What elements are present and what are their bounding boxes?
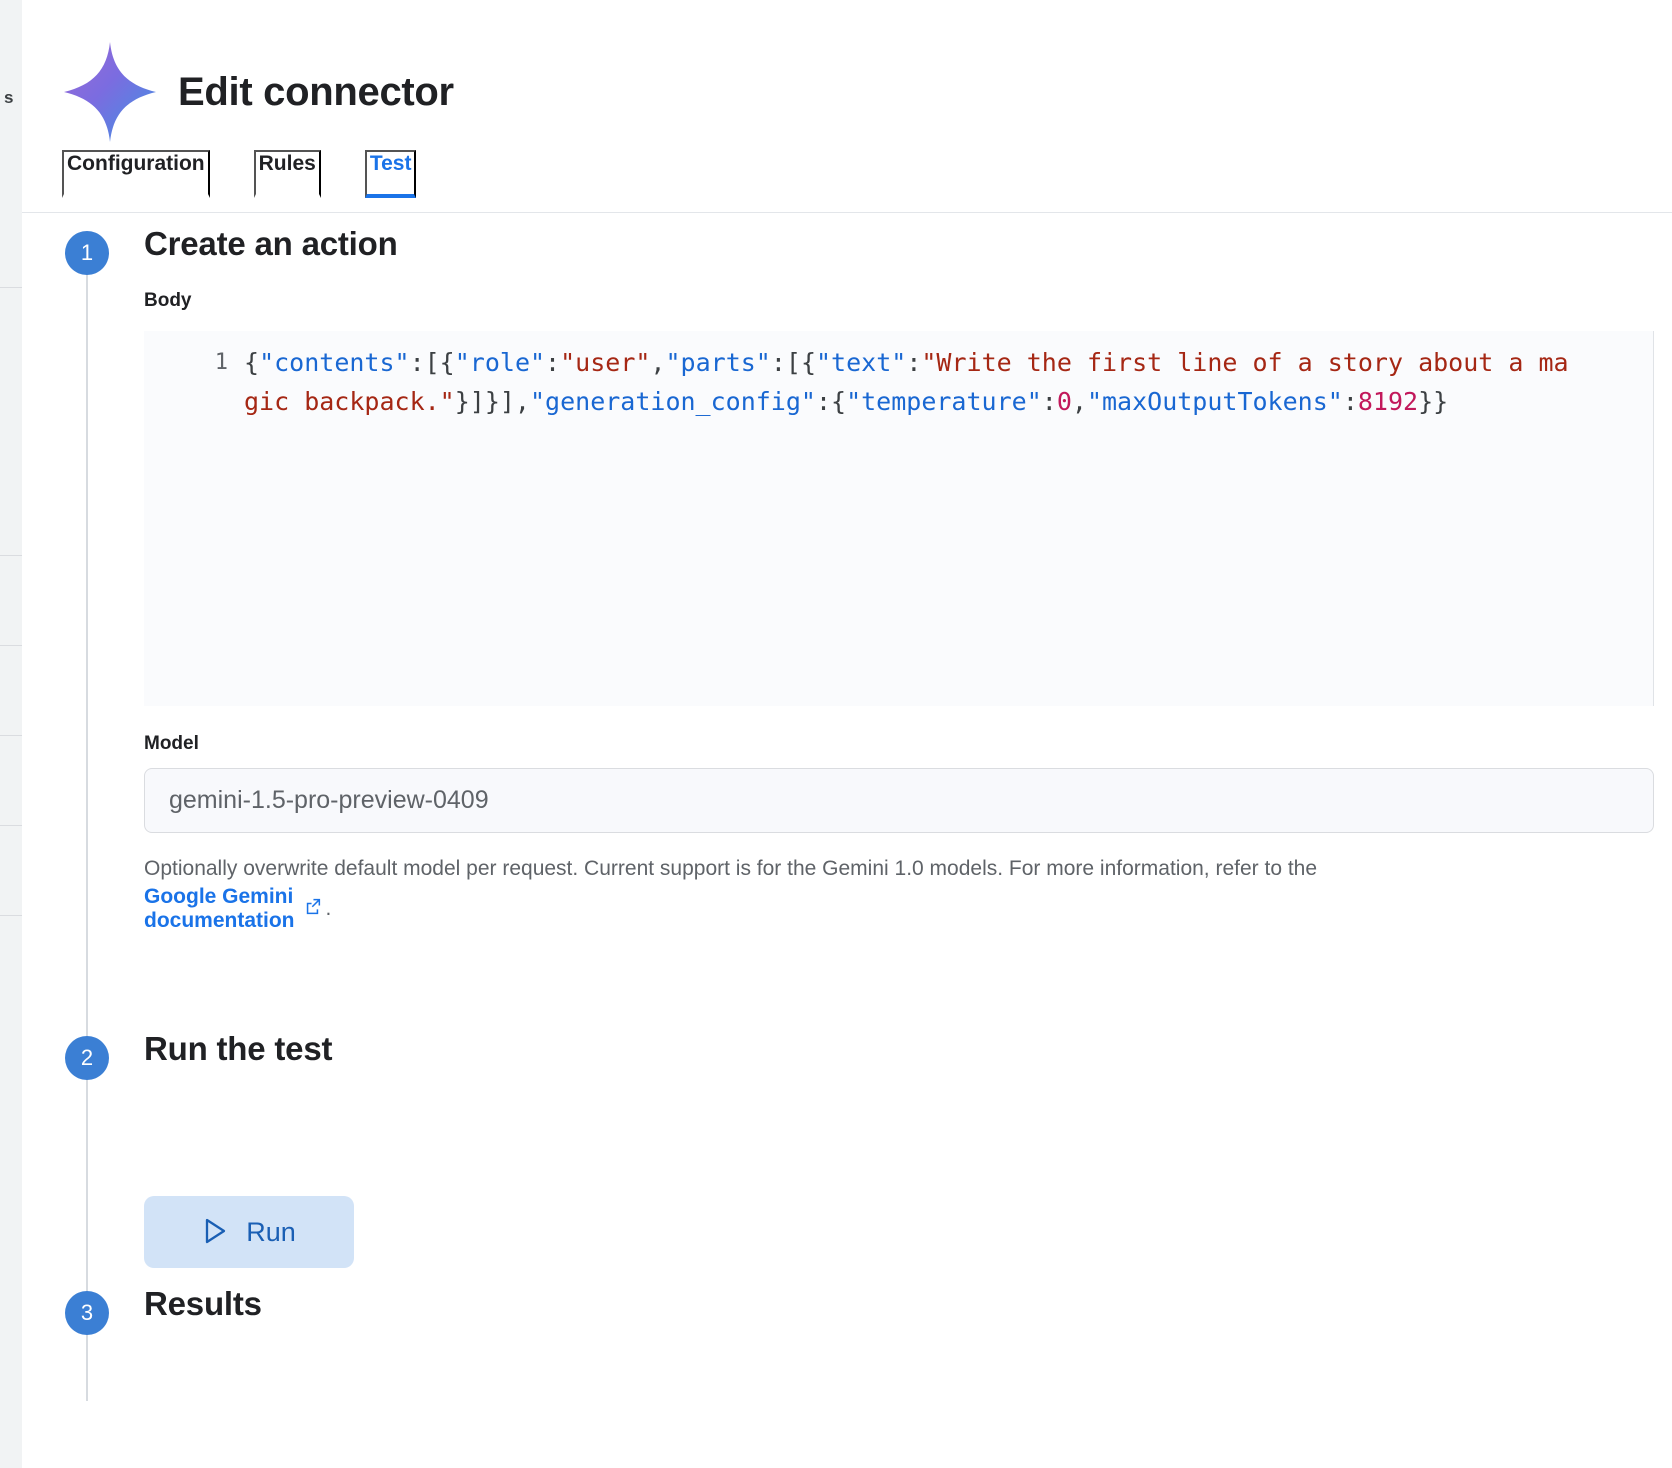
- helper-period: .: [325, 897, 332, 920]
- backdrop-divider: [0, 825, 22, 826]
- backdrop-divider: [0, 645, 22, 646]
- step-title: Create an action: [144, 225, 398, 262]
- step-number-badge: 1: [65, 231, 109, 275]
- tab-test[interactable]: Test: [364, 150, 417, 198]
- page-backdrop-overlay: s: [0, 0, 22, 1468]
- run-button-label: Run: [246, 1216, 296, 1247]
- step-title: Results: [144, 1285, 262, 1322]
- model-input[interactable]: [144, 768, 1654, 833]
- step-number-badge: 2: [65, 1036, 109, 1080]
- step-number-badge: 3: [65, 1291, 109, 1335]
- test-body: 1 Create an action Body 1 {"contents":[{…: [22, 213, 1672, 1468]
- tab-rules[interactable]: Rules: [253, 150, 321, 198]
- page-title: Edit connector: [178, 69, 454, 114]
- tab-bar: Configuration Rules Test: [62, 150, 417, 198]
- body-code-editor[interactable]: 1 {"contents":[{"role":"user","parts":[{…: [144, 331, 1654, 706]
- tab-configuration[interactable]: Configuration: [62, 150, 210, 198]
- google-gemini-documentation-link[interactable]: Google Gemini documentation: [144, 885, 295, 932]
- backdrop-divider: [0, 287, 22, 288]
- play-triangle-icon: [202, 1217, 228, 1248]
- title-row: Edit connector: [64, 42, 454, 142]
- backdrop-divider: [0, 555, 22, 556]
- run-button[interactable]: Run: [144, 1196, 354, 1268]
- edit-connector-panel: Edit connector Configuration Rules Test …: [22, 0, 1672, 1468]
- code-content[interactable]: {"contents":[{"role":"user","parts":[{"t…: [244, 348, 1569, 416]
- model-label: Model: [144, 733, 199, 754]
- backdrop-divider: [0, 735, 22, 736]
- body-label: Body: [144, 290, 192, 311]
- gemini-sparkle-icon: [64, 42, 156, 142]
- backdrop-divider: [0, 915, 22, 916]
- backdrop-partial-text: s: [4, 88, 14, 107]
- code-line-number: 1: [214, 350, 228, 375]
- step-title: Run the test: [144, 1030, 333, 1067]
- tab-bar-divider: [22, 212, 1672, 213]
- model-helper-text: Optionally overwrite default model per r…: [144, 857, 1318, 880]
- model-helper-link-row: Google Gemini documentation .: [144, 885, 331, 933]
- external-link-icon: [303, 897, 322, 921]
- panel-header: Edit connector Configuration Rules Test: [22, 0, 1672, 213]
- stepper-rail: [86, 273, 88, 1401]
